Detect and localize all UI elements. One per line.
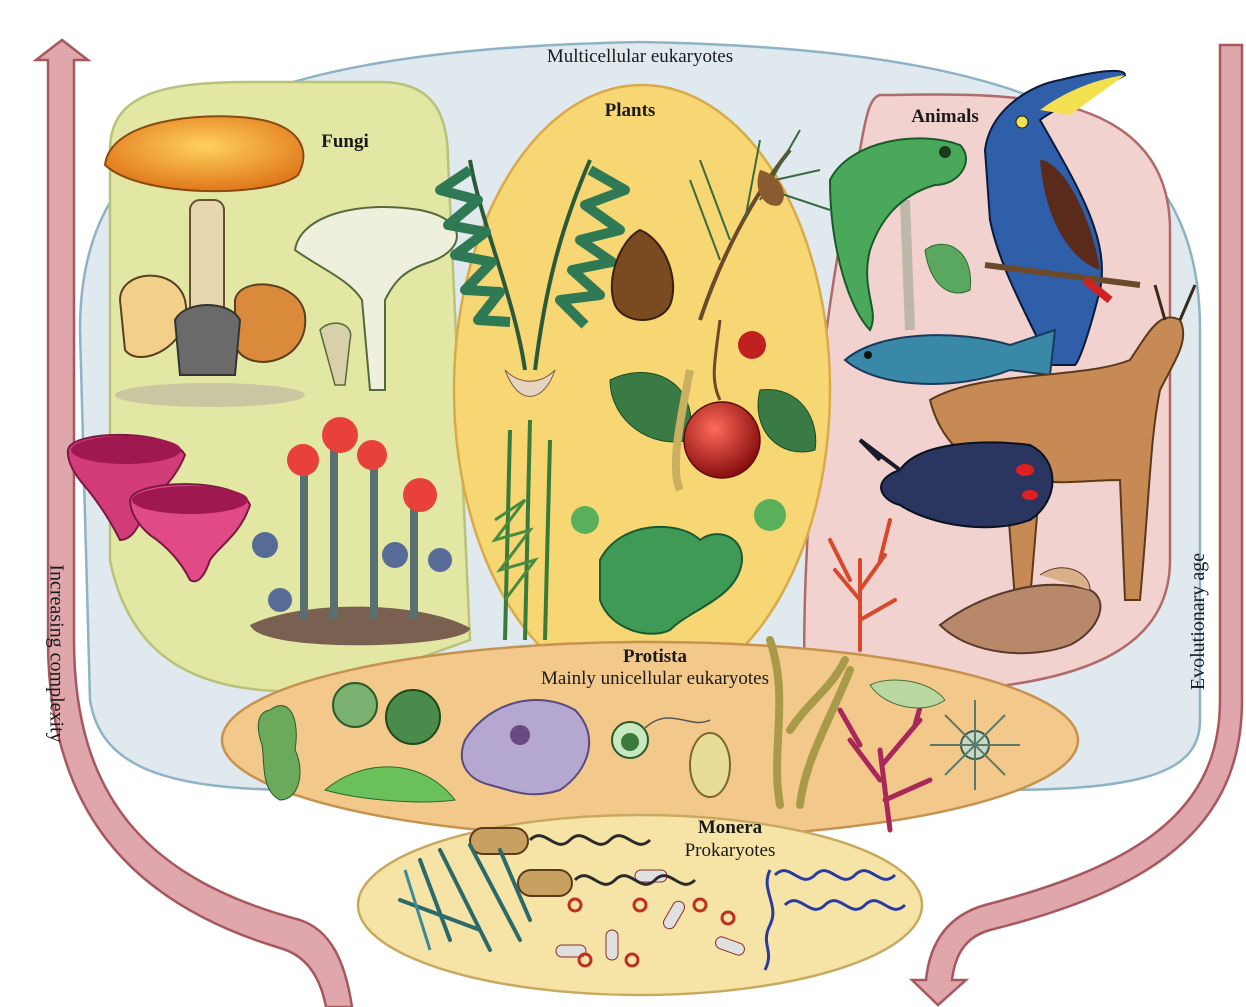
paramecium-illustration	[690, 733, 730, 797]
plants-label: Plants	[580, 100, 680, 122]
evolutionary-age-label: Evolutionary age	[1187, 553, 1210, 690]
protista-label: Protista	[590, 646, 720, 668]
monera-sublabel: Prokaryotes	[650, 840, 810, 862]
multicellular-label: Multicellular eukaryotes	[490, 46, 790, 68]
monera-region	[358, 815, 922, 995]
monera-label: Monera	[670, 817, 790, 839]
increasing-complexity-label: Increasing complexity	[45, 564, 68, 742]
protista-sublabel: Mainly unicellular eukaryotes	[500, 668, 810, 690]
fungi-label: Fungi	[295, 131, 395, 153]
animals-label: Animals	[885, 106, 1005, 128]
